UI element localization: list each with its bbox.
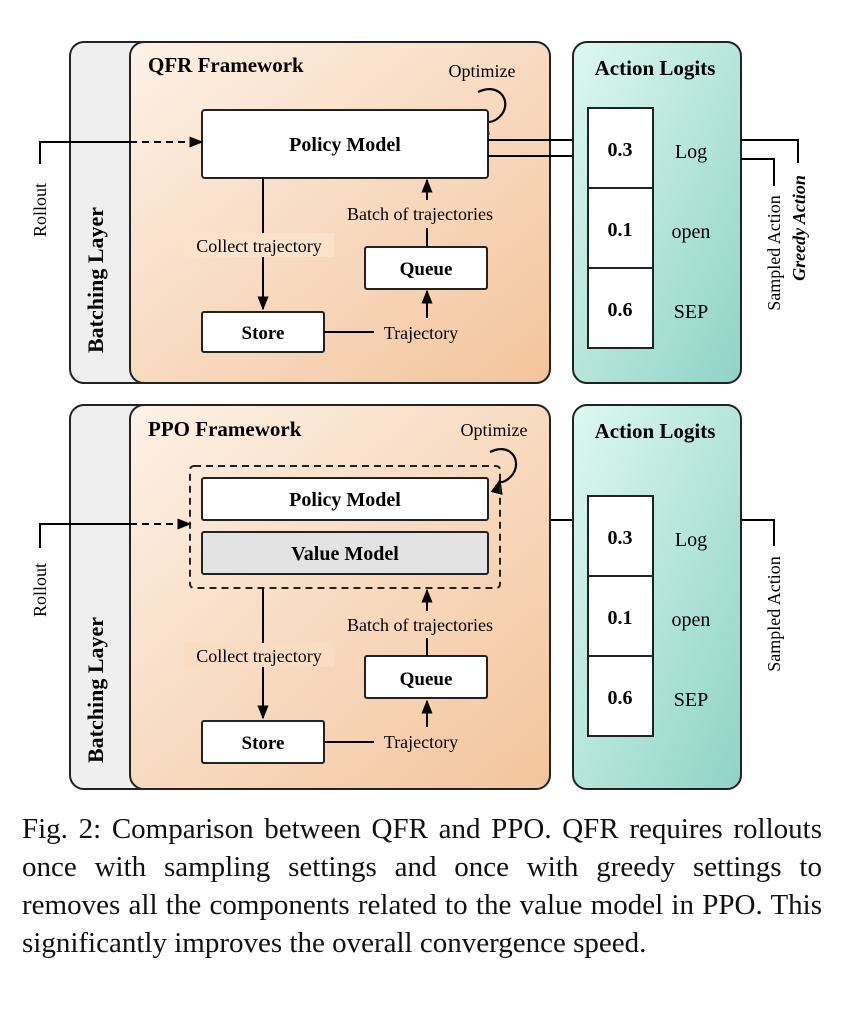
qfr-trajectory-label: Trajectory [384, 323, 458, 343]
qfr-rollout-arrow [39, 141, 130, 164]
qfr-greedy-connector [741, 139, 799, 163]
qfr-logit-token-1: Log [675, 141, 707, 163]
ppo-store-label: Store [242, 733, 285, 754]
ppo-value-model-label: Value Model [291, 543, 399, 565]
ppo-trajectory-label: Trajectory [384, 732, 458, 752]
qfr-greedy-label: Greedy Action [789, 175, 809, 281]
qfr-rollout-label: Rollout [30, 183, 50, 237]
ppo-optimize-label: Optimize [461, 420, 528, 440]
figure-caption: Fig. 2: Comparison between QFR and PPO. … [22, 813, 822, 959]
ppo-logit-token-3: SEP [674, 689, 708, 711]
ppo-sampled-connector [741, 519, 775, 546]
qfr-vs-ppo-diagram: Batching Layer QFR Framework Optimize Po… [30, 41, 809, 790]
qfr-logit-value-2: 0.1 [608, 219, 633, 241]
ppo-batch-label: Batch of trajectories [347, 615, 493, 635]
ppo-logit-cell-2 [587, 575, 654, 657]
ppo-logits-title: Action Logits [595, 419, 716, 443]
qfr-logit-cell-1 [587, 107, 654, 189]
ppo-rollout-arrow [39, 523, 130, 548]
ppo-logit-value-3: 0.6 [608, 687, 633, 709]
ppo-logit-token-2: open [672, 609, 711, 631]
qfr-optimize-label: Optimize [449, 61, 516, 81]
qfr-sampled-label: Sampled Action [764, 195, 784, 311]
ppo-logit-value-1: 0.3 [608, 527, 633, 549]
ppo-logit-cell-1 [587, 495, 654, 577]
ppo-value-model-box [201, 531, 489, 575]
ppo-panel: Batching Layer PPO Framework Optimize Po… [30, 404, 784, 790]
qfr-batching-label: Batching Layer [83, 207, 108, 353]
ppo-rollout-label: Rollout [30, 563, 50, 617]
qfr-collect-label: Collect trajectory [196, 236, 321, 256]
qfr-logit-cell-3 [587, 267, 654, 349]
qfr-logit-token-2: open [672, 221, 711, 243]
ppo-policy-model-box [201, 477, 489, 521]
ppo-logit-cell-3 [587, 655, 654, 737]
ppo-collect-label: Collect trajectory [196, 646, 321, 666]
qfr-logit-value-3: 0.6 [608, 299, 633, 321]
ppo-sampled-label: Sampled Action [764, 556, 784, 672]
ppo-optimize-loop [489, 448, 518, 495]
qfr-batch-label: Batch of trajectories [347, 204, 493, 224]
qfr-store-label: Store [242, 323, 285, 344]
qfr-framework-title: QFR Framework [148, 53, 304, 77]
qfr-logit-token-3: SEP [674, 301, 708, 323]
qfr-logits-title: Action Logits [595, 56, 716, 80]
ppo-batching-label: Batching Layer [83, 617, 108, 763]
ppo-framework-title: PPO Framework [148, 417, 302, 441]
ppo-framework-box [129, 404, 551, 790]
qfr-sampled-connector [741, 158, 775, 186]
qfr-logit-value-1: 0.3 [608, 139, 633, 161]
ppo-logit-value-2: 0.1 [608, 607, 633, 629]
qfr-queue-label: Queue [400, 259, 453, 280]
qfr-logit-cell-2 [587, 187, 654, 269]
qfr-policy-model-label: Policy Model [289, 134, 401, 156]
ppo-queue-label: Queue [400, 669, 453, 690]
ppo-logit-token-1: Log [675, 529, 707, 551]
ppo-policy-model-label: Policy Model [289, 489, 401, 511]
qfr-panel: Batching Layer QFR Framework Optimize Po… [30, 41, 809, 384]
